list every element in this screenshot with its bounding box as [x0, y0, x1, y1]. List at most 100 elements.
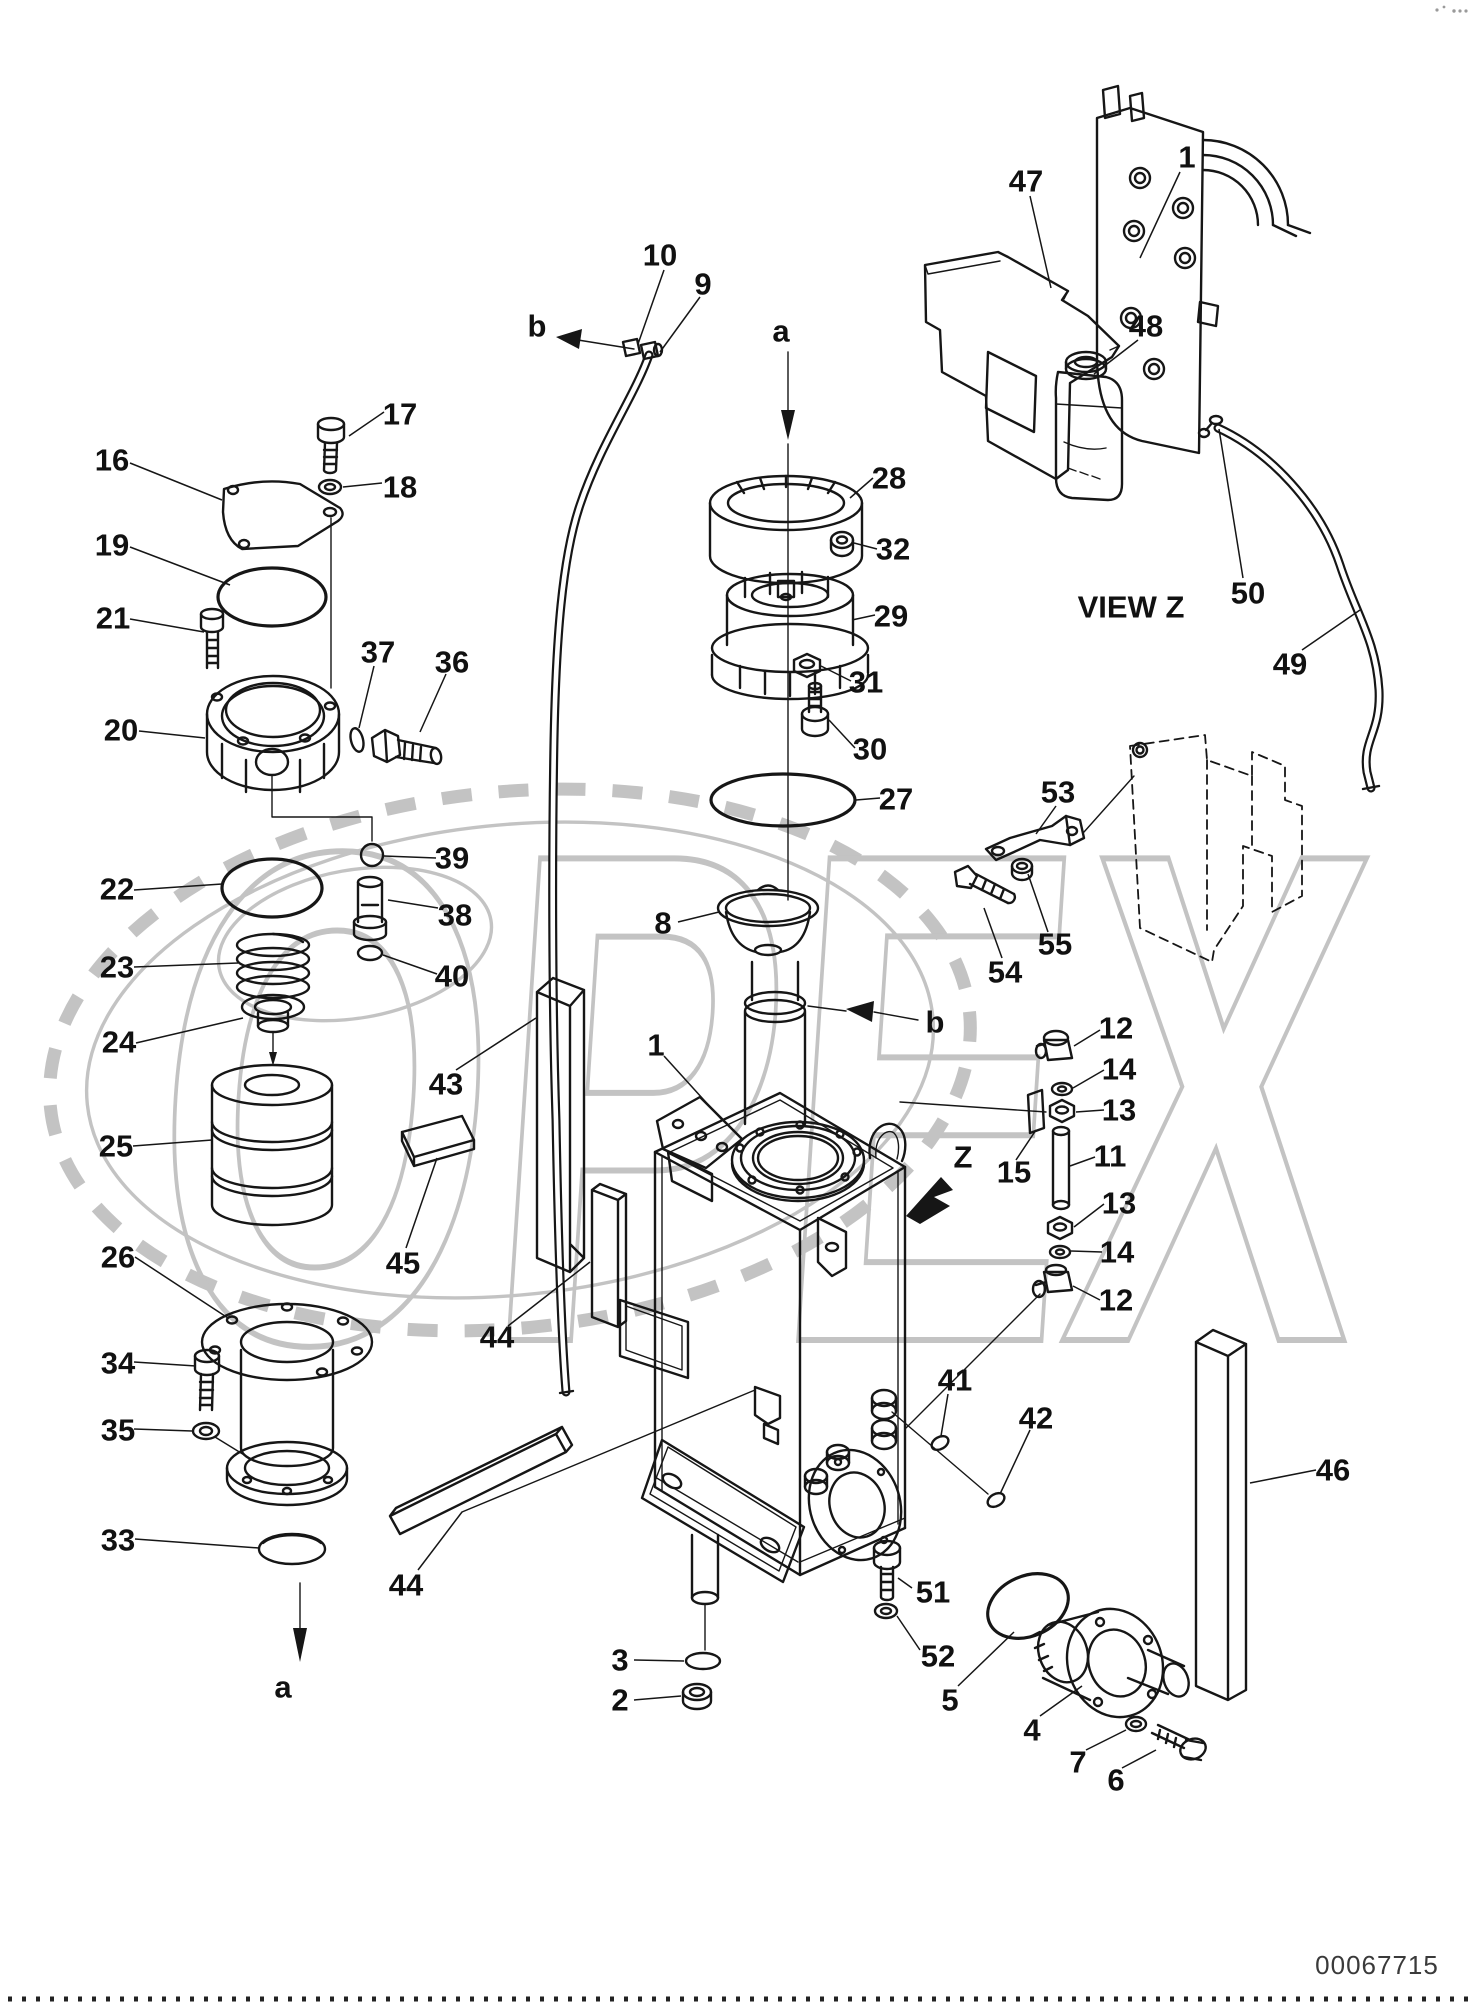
part-pad-44-upper — [590, 1182, 628, 1329]
callout-21: 21 — [96, 601, 130, 636]
callout-48: 48 — [1129, 309, 1163, 344]
part-bar-46 — [1194, 1328, 1248, 1702]
corner-specks — [1435, 5, 1468, 13]
callout-32: 32 — [876, 532, 910, 567]
callout-10: 10 — [643, 238, 677, 273]
callout-30: 30 — [853, 732, 887, 767]
callout-12: 12 — [1099, 1283, 1133, 1318]
part-pad-44-lower — [388, 1425, 574, 1536]
callout-2: 2 — [611, 1683, 628, 1718]
part-bolt-17 — [316, 416, 346, 475]
arrow-b-mid — [807, 1001, 919, 1022]
watermark-gear-rim — [84, 820, 936, 1300]
part-valve-38 — [352, 875, 388, 942]
part-washer-32 — [829, 530, 855, 558]
part-oring-40 — [356, 944, 384, 962]
arrow-a-bottom — [293, 1582, 307, 1662]
part-strainer-8 — [716, 884, 820, 957]
callout-13: 13 — [1102, 1093, 1136, 1128]
callout-12: 12 — [1099, 1011, 1133, 1046]
callout-44: 44 — [389, 1568, 424, 1603]
callout-24: 24 — [102, 1025, 137, 1060]
callout-33: 33 — [101, 1523, 135, 1558]
part-bracket-dashed — [1129, 734, 1303, 963]
fitting-connection-lines — [899, 1101, 1047, 1429]
callout-4: 4 — [1023, 1713, 1041, 1748]
callout-z: Z — [954, 1140, 973, 1175]
callout-15: 15 — [997, 1155, 1031, 1190]
part-nut-31 — [792, 652, 822, 679]
callout-55: 55 — [1038, 927, 1072, 962]
part-filter-25 — [210, 1063, 334, 1227]
part-hose-49 — [1213, 423, 1384, 793]
callout-19: 19 — [95, 528, 129, 563]
callout-51: 51 — [916, 1575, 950, 1610]
part-nut-52 — [873, 1602, 899, 1620]
callout-17: 17 — [383, 397, 417, 432]
callout-52: 52 — [921, 1639, 955, 1674]
callout-50: 50 — [1231, 576, 1265, 611]
part-plug-33 — [257, 1532, 327, 1566]
part-tube-11 — [1051, 1125, 1071, 1211]
bracket-pivot-hole — [1131, 741, 1149, 759]
part-fitting-36 — [370, 728, 443, 766]
part-elbow-12-upper — [1034, 1029, 1074, 1062]
part-bottle-48 — [1054, 350, 1124, 502]
callout-b: b — [528, 309, 547, 344]
part-cover-16 — [221, 480, 344, 689]
part-oring-42 — [986, 1491, 1006, 1509]
part-cap-28 — [708, 474, 864, 602]
callout-11: 11 — [1094, 1139, 1127, 1174]
part-bolt-54 — [953, 864, 1017, 905]
callout-40: 40 — [435, 959, 469, 994]
watermark-gear-teeth — [43, 782, 977, 1338]
part-bar-43 — [535, 976, 586, 1274]
callout-31: 31 — [849, 665, 883, 700]
part-plug-3 — [684, 1651, 722, 1671]
callout-5: 5 — [941, 1683, 958, 1718]
diagram-line-art — [191, 84, 1384, 1762]
part-bolt-6 — [1150, 1723, 1207, 1762]
callout-54: 54 — [988, 955, 1023, 990]
callout-22: 22 — [100, 872, 134, 907]
callout-9: 9 — [694, 267, 711, 302]
callout-34: 34 — [101, 1346, 136, 1381]
callout-35: 35 — [101, 1413, 135, 1448]
part-oring-41 — [930, 1434, 950, 1452]
part-tank-1 — [618, 1091, 907, 1651]
part-bolt-34 — [193, 1348, 221, 1412]
callout-6: 6 — [1107, 1763, 1124, 1798]
part-panel-1 — [1095, 84, 1312, 455]
callout-27: 27 — [879, 782, 913, 817]
callout-26: 26 — [101, 1240, 135, 1275]
part-oring-5 — [986, 1572, 1070, 1640]
watermark: OPEX — [43, 704, 1394, 1491]
callout-36: 36 — [435, 645, 469, 680]
part-bolt-30 — [800, 681, 830, 738]
callout-23: 23 — [100, 950, 134, 985]
bracket-link-line — [1083, 775, 1135, 833]
leader-lines — [129, 171, 1361, 1769]
callout-13: 13 — [1102, 1186, 1136, 1221]
part-nut-13-lower — [1046, 1215, 1074, 1241]
callout-1: 1 — [647, 1028, 664, 1063]
part-ringnut-20 — [205, 674, 373, 842]
tank-mounting-plate — [640, 1438, 806, 1584]
part-seat-24 — [240, 993, 306, 1066]
part-shim-15 — [1026, 1088, 1046, 1135]
part-elbow-12-lower — [1031, 1263, 1074, 1299]
part-nut-13-upper — [1048, 1098, 1076, 1124]
part-oring-22 — [220, 857, 324, 919]
callout-39: 39 — [435, 841, 469, 876]
drawing-number: 00067715 — [1315, 1950, 1439, 1980]
callout-49: 49 — [1273, 647, 1307, 682]
part-oring-19 — [216, 566, 328, 628]
arrow-z — [906, 1177, 953, 1224]
callout-44: 44 — [480, 1320, 515, 1355]
part-ball-39 — [359, 842, 385, 868]
callout-b: b — [926, 1005, 945, 1040]
part-washer-35 — [191, 1421, 255, 1462]
bracket-pivot-hole-inner — [1135, 745, 1145, 755]
callout-18: 18 — [383, 470, 417, 505]
